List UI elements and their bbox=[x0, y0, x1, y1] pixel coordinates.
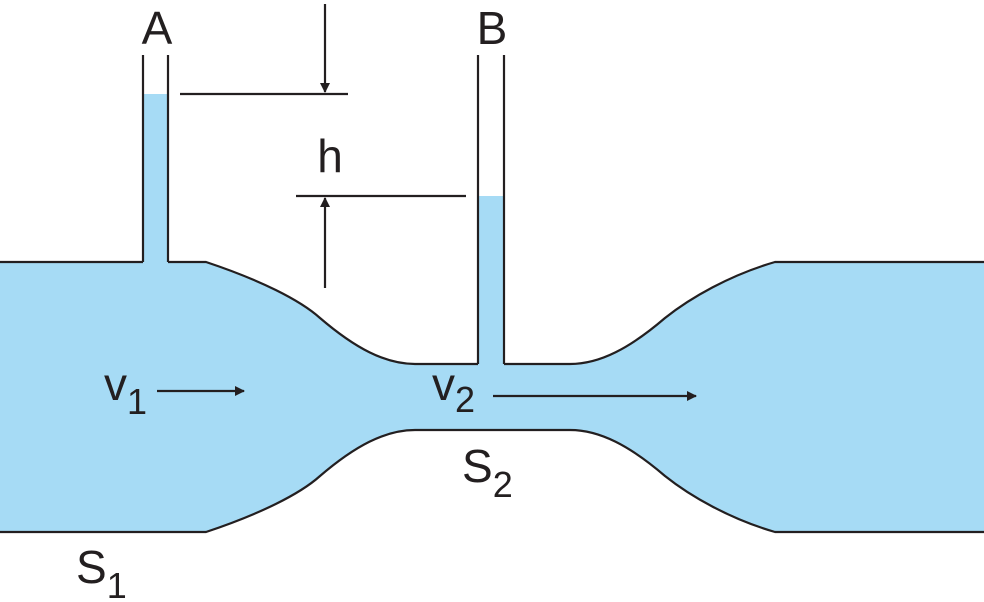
height-label: h bbox=[317, 130, 343, 182]
area-2-label: S2 bbox=[462, 440, 513, 505]
tube-b-label: B bbox=[477, 2, 508, 54]
pipe-lower-wall bbox=[0, 428, 984, 534]
tube-b-fluid bbox=[478, 196, 504, 366]
velocity-2-label: v2 bbox=[432, 358, 475, 420]
area-1-label: S1 bbox=[76, 541, 127, 602]
pipe-fluid bbox=[0, 262, 984, 532]
tube-a-label: A bbox=[142, 2, 173, 54]
pipe-upper-wall bbox=[0, 260, 984, 366]
velocity-1-label: v1 bbox=[104, 358, 147, 422]
tube-a-fluid bbox=[143, 94, 168, 264]
